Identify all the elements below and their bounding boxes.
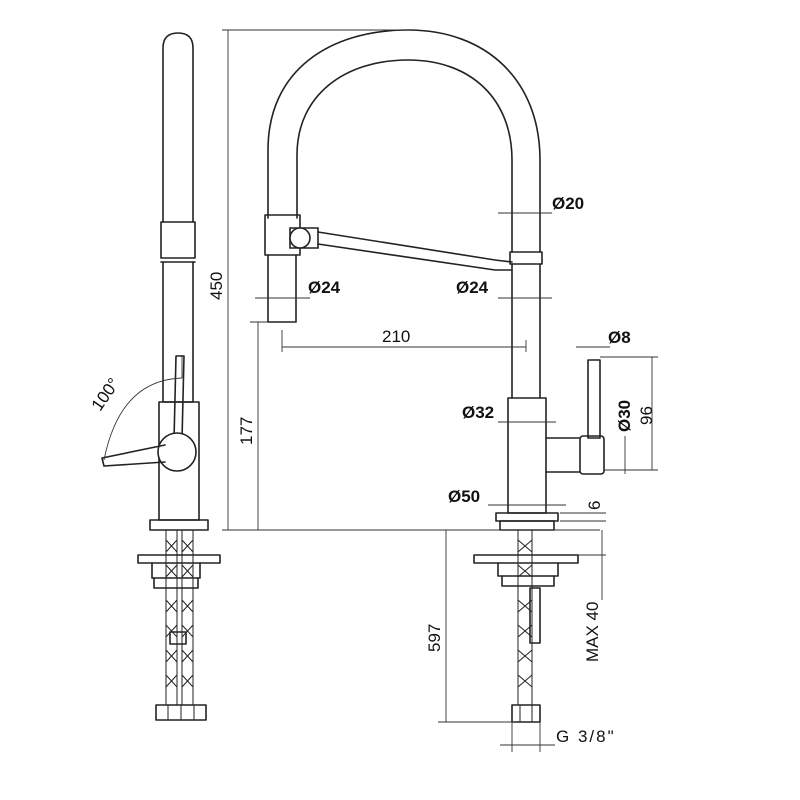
- dia-spout-label: Ø24: [456, 278, 489, 297]
- side-braided-hoses: [165, 529, 194, 706]
- dia-base-label: Ø50: [448, 487, 480, 506]
- reach-label: 210: [382, 327, 410, 346]
- height-below-label: 597: [425, 624, 444, 652]
- dimension-lines: [222, 29, 658, 752]
- angle-label: 100°: [88, 375, 124, 415]
- dia-handle-label: Ø30: [615, 400, 634, 432]
- base-thickness-label: 6: [585, 501, 604, 510]
- handle-height-label: 96: [637, 406, 656, 425]
- front-view: [264, 29, 605, 723]
- dia-hose-label: Ø20: [552, 194, 584, 213]
- height-total-label: 450: [207, 272, 226, 300]
- height-spout-label: 177: [237, 417, 256, 445]
- side-view: [101, 32, 221, 721]
- dia-head-label: Ø24: [308, 278, 341, 297]
- dia-lever-label: Ø8: [608, 328, 631, 347]
- dia-body-label: Ø32: [462, 403, 494, 422]
- thread-label: G 3/8": [556, 727, 616, 746]
- max-deck-label: MAX 40: [583, 602, 602, 662]
